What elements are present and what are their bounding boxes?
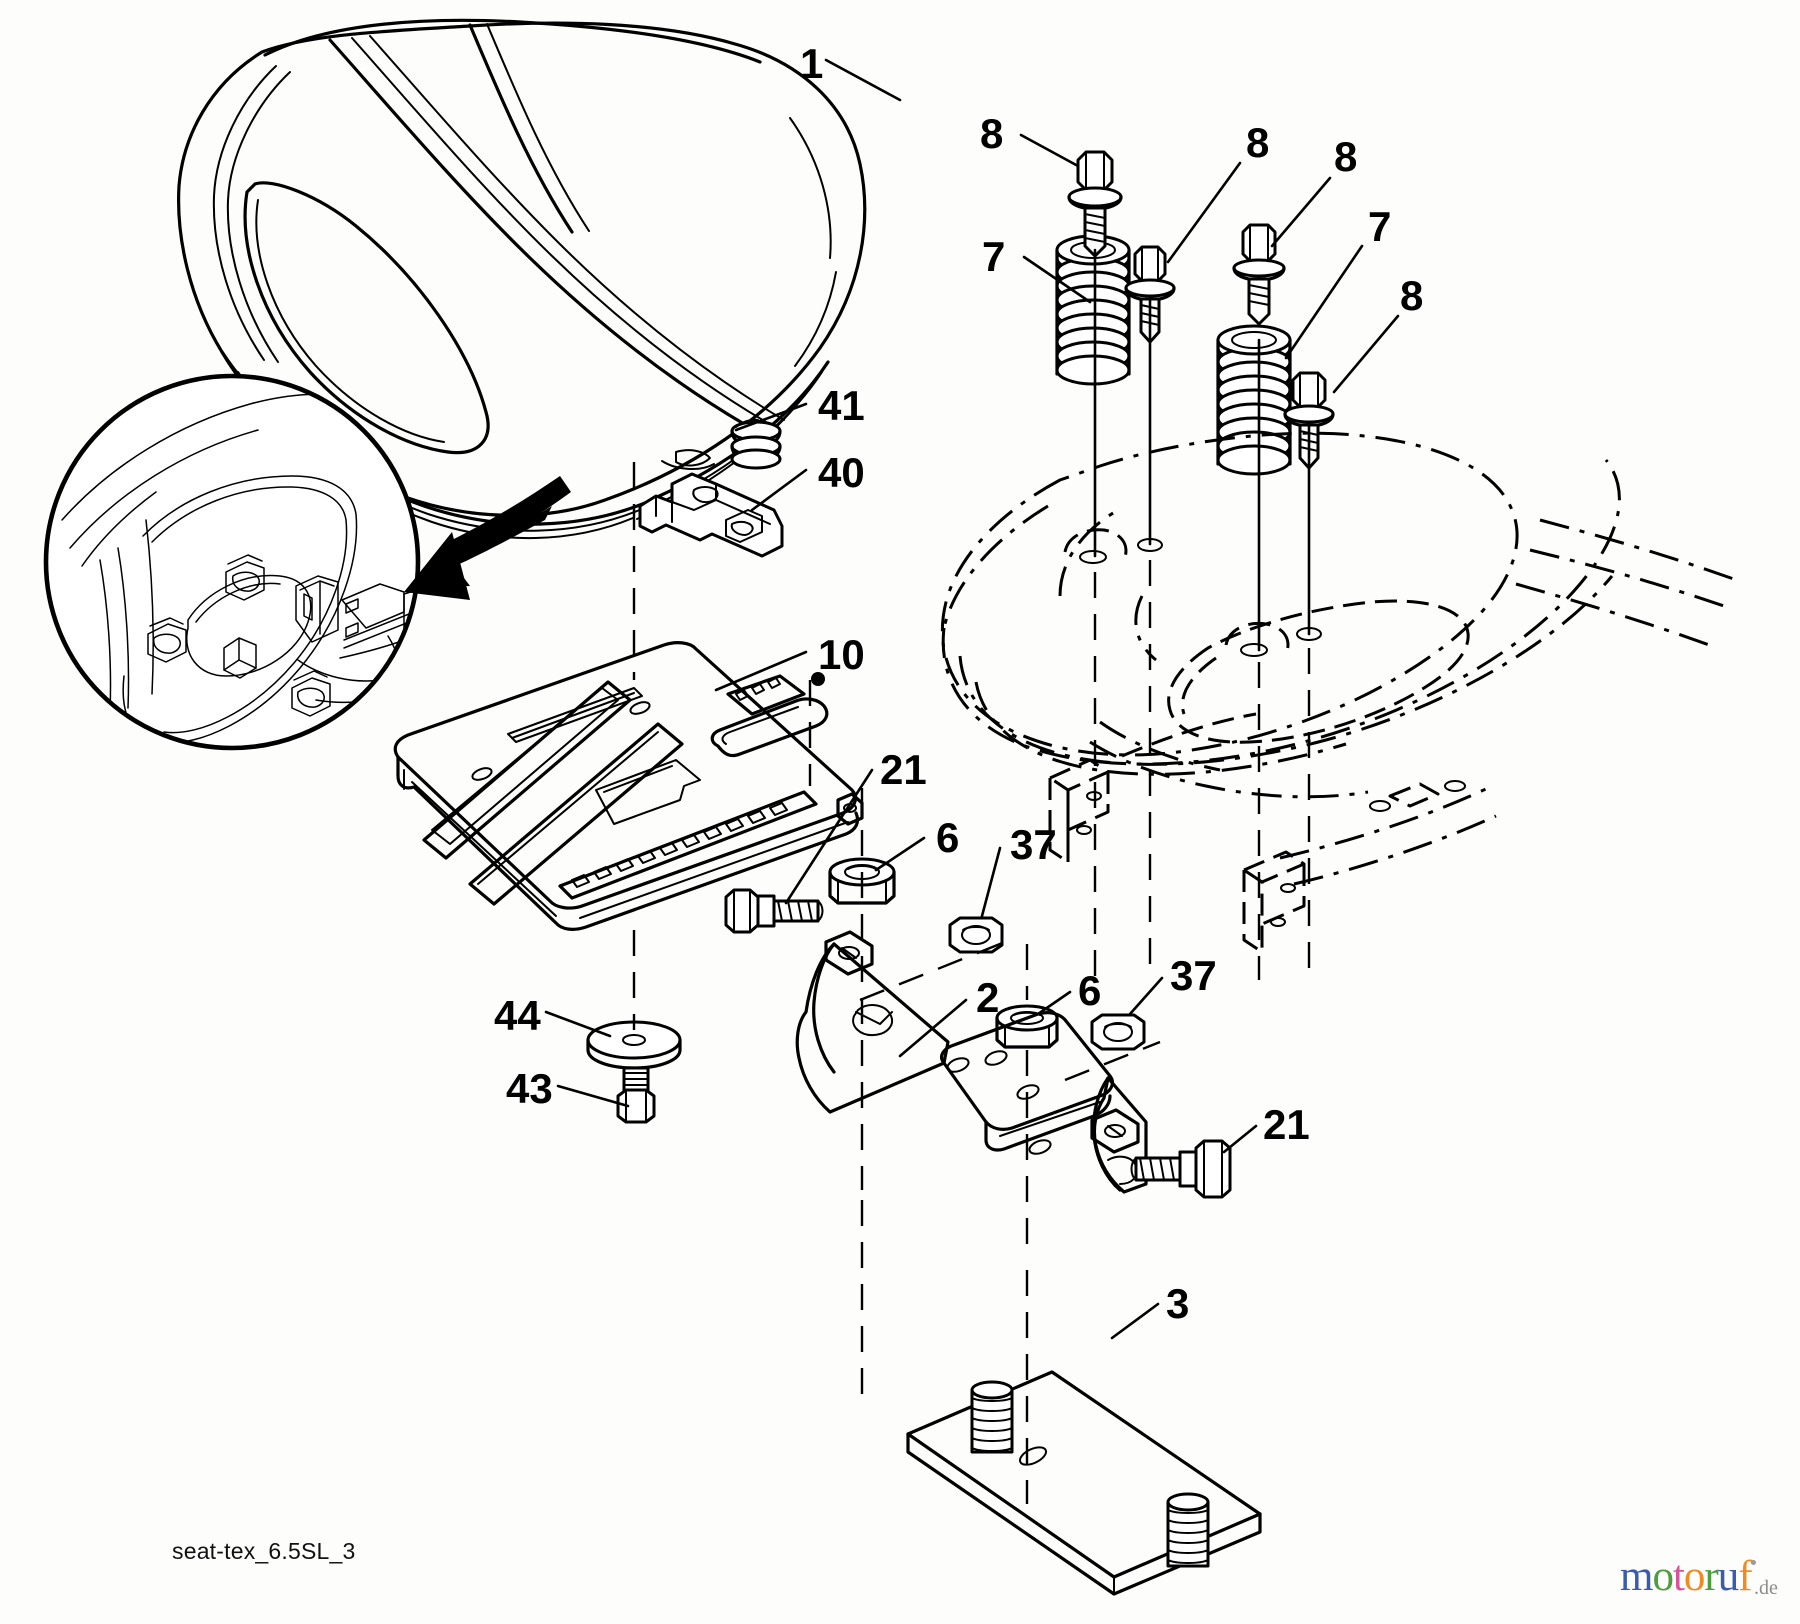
callout-6-a: 6 bbox=[936, 814, 960, 861]
callout-43: 43 bbox=[506, 1065, 553, 1112]
part-10-seat-pan bbox=[393, 641, 864, 931]
callout-8-d: 8 bbox=[1400, 272, 1424, 319]
leader-lines bbox=[544, 58, 1400, 1340]
part-8-screw-a bbox=[1067, 150, 1123, 258]
callout-8-c: 8 bbox=[1334, 133, 1358, 180]
callout-8-a: 8 bbox=[980, 110, 1004, 157]
callout-3: 3 bbox=[1166, 1280, 1190, 1327]
assembly-centerlines bbox=[632, 248, 1311, 1504]
part-37-flange-lock-nut-upper bbox=[948, 916, 1004, 954]
watermark-letter-m: m bbox=[1620, 1553, 1653, 1600]
callout-2: 2 bbox=[976, 974, 1000, 1021]
part-21-shoulder-bolt-left bbox=[724, 888, 824, 934]
part-8-screw-c bbox=[1232, 223, 1286, 326]
watermark-letter-o2: o bbox=[1683, 1553, 1705, 1600]
callout-21-a: 21 bbox=[880, 746, 927, 793]
watermark-wordmark: motoruf bbox=[1620, 1553, 1753, 1600]
diagram-caption: seat-tex_6.5SL_3 bbox=[172, 1538, 356, 1564]
watermark-letter-f: f bbox=[1738, 1553, 1752, 1600]
callout-41: 41 bbox=[818, 382, 865, 429]
assembly-direction-arrow bbox=[404, 476, 571, 600]
seat-underside-detail-circle bbox=[43, 373, 421, 751]
part-41-spring bbox=[730, 418, 782, 470]
part-7-spring-left bbox=[1055, 234, 1131, 386]
watermark-letter-t: t bbox=[1672, 1553, 1685, 1600]
callout-44: 44 bbox=[494, 992, 541, 1039]
part-7-spring-right bbox=[1216, 324, 1292, 476]
callout-6-b: 6 bbox=[1078, 967, 1102, 1014]
watermark-dot bbox=[1751, 1560, 1756, 1565]
chassis-fender-deck bbox=[940, 431, 1743, 954]
callout-40: 40 bbox=[818, 449, 865, 496]
part-21-shoulder-bolt-right bbox=[1130, 1139, 1232, 1199]
callout-8-b: 8 bbox=[1246, 119, 1270, 166]
part-40-switch-bracket bbox=[638, 472, 784, 558]
callout-7-a: 7 bbox=[982, 233, 1006, 280]
callout-37-b: 37 bbox=[1170, 952, 1217, 999]
part-43-hex-bolt bbox=[616, 1066, 656, 1124]
part-3-mounting-bar bbox=[906, 1370, 1262, 1596]
callout-1: 1 bbox=[800, 40, 824, 87]
part-37-flange-lock-nut-lower bbox=[1090, 1013, 1146, 1051]
watermark-letter-o1: o bbox=[1652, 1553, 1673, 1600]
watermark-letter-u: u bbox=[1717, 1553, 1739, 1600]
watermark-letter-r: r bbox=[1704, 1553, 1718, 1600]
callout-10: 10 bbox=[818, 631, 865, 678]
watermark-tld: .de bbox=[1754, 1577, 1778, 1599]
part-2-seat-bracket bbox=[795, 930, 1148, 1194]
callout-7-b: 7 bbox=[1368, 203, 1392, 250]
callout-37-a: 37 bbox=[1010, 821, 1057, 868]
callout-21-b: 21 bbox=[1263, 1101, 1310, 1148]
motoruf-watermark: motoruf .de bbox=[1620, 1555, 1796, 1607]
